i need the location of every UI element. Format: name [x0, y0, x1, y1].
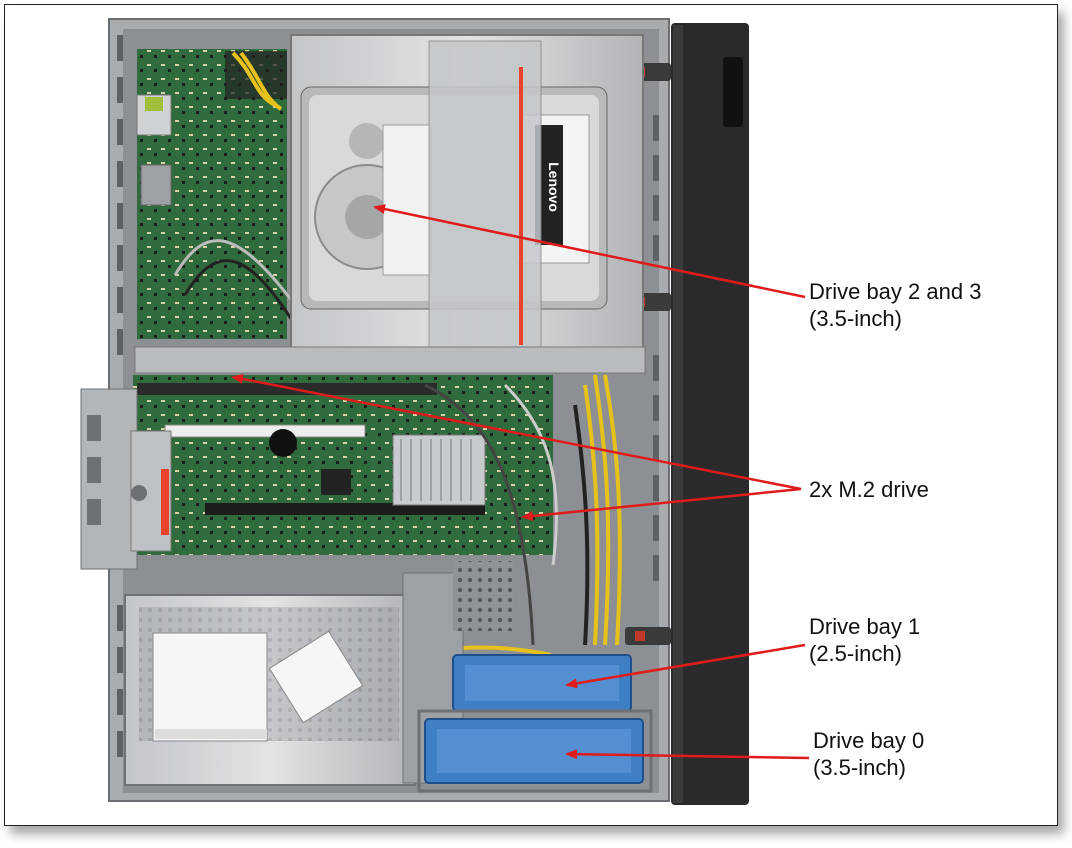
callout-arrows — [231, 204, 810, 760]
motherboard-lower — [133, 375, 558, 646]
callout-drive-bay-2-3: Drive bay 2 and 3 (3.5-inch) — [809, 278, 981, 332]
server-interior-photo: Lenovo — [80, 18, 810, 805]
drive-bay-1-tray — [452, 654, 632, 712]
callout-drive-bay-1-size: (2.5-inch) — [809, 641, 902, 666]
figure-frame: Lenovo — [4, 4, 1058, 826]
arrow-m2-drive-a — [231, 374, 802, 491]
callout-drive-bay-0-title: Drive bay 0 — [813, 728, 925, 753]
callout-m2-drive-title: 2x M.2 drive — [809, 477, 929, 502]
motherboard-upper — [136, 49, 297, 339]
callout-drive-bay-0: Drive bay 0 (3.5-inch) — [813, 727, 924, 781]
arrow-drive-bay-0 — [565, 749, 810, 760]
pci-bracket — [80, 388, 172, 570]
top-drive-cage: Lenovo — [134, 34, 646, 374]
drive-bay-0-tray — [417, 709, 653, 793]
arrow-drive-bay-1 — [565, 643, 806, 689]
callout-drive-bay-0-size: (3.5-inch) — [813, 755, 906, 780]
drive-brand-label: Lenovo — [546, 162, 562, 212]
callout-m2-drive: 2x M.2 drive — [809, 476, 929, 503]
arrow-drive-bay-2-3 — [373, 204, 806, 299]
callout-drive-bay-1-title: Drive bay 1 — [809, 614, 921, 639]
callout-drive-bay-2-3-title: Drive bay 2 and 3 — [809, 279, 982, 304]
front-bezel — [625, 23, 749, 805]
callout-drive-bay-2-3-size: (3.5-inch) — [809, 306, 902, 331]
callout-drive-bay-1: Drive bay 1 (2.5-inch) — [809, 613, 920, 667]
arrow-m2-drive-b — [521, 487, 802, 521]
